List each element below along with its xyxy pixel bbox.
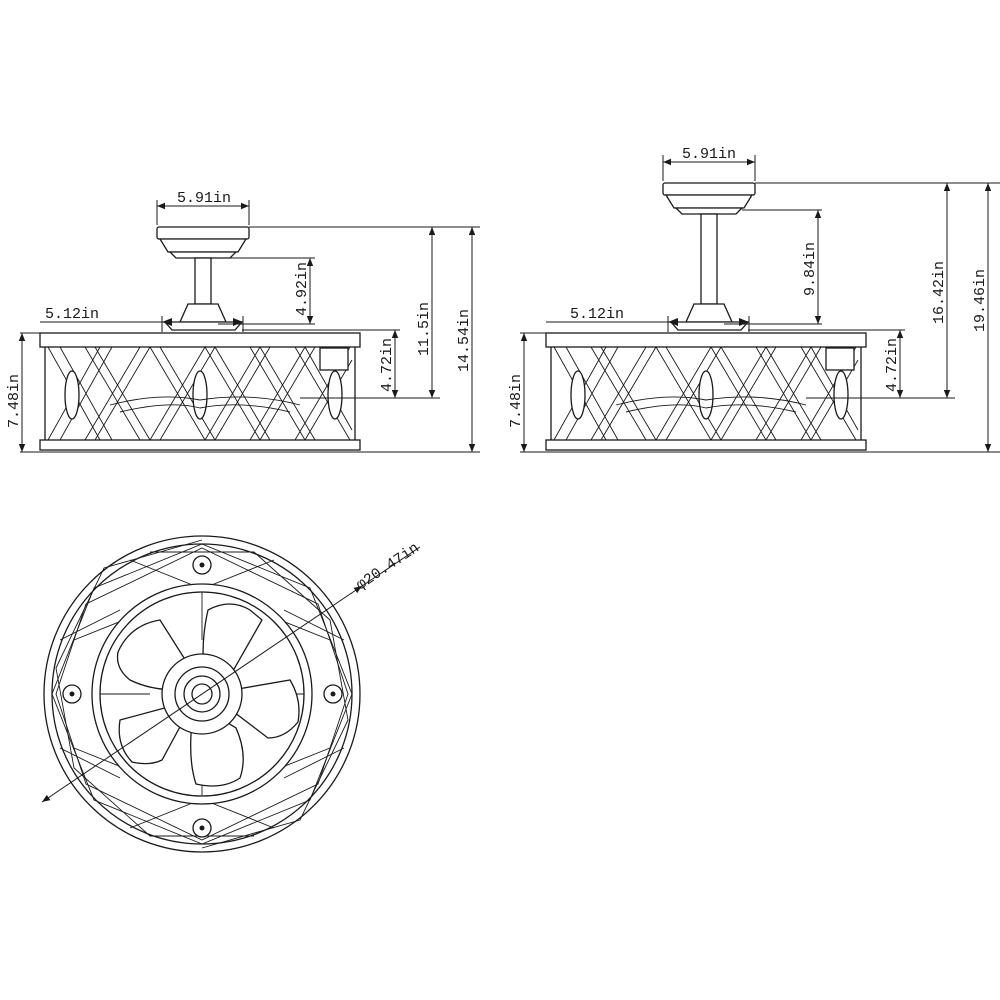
- dim-overall-height: 16.42in: [931, 183, 951, 398]
- label-canopy-width: 5.91in: [177, 190, 231, 207]
- side-view-short-rod: 5.91in 5.12in 4.92in 4.72in: [6, 190, 480, 453]
- dim-downrod: 4.92in: [294, 258, 314, 324]
- label-to-blades: 4.72in: [884, 338, 901, 392]
- label-diameter: φ20.47in: [353, 540, 422, 594]
- dim-overall-height: 11.5in: [416, 227, 436, 398]
- label-overall-height: 16.42in: [931, 261, 948, 324]
- cage-body: [545, 332, 867, 451]
- label-to-blades: 4.72in: [379, 338, 396, 392]
- label-body-height: 7.48in: [508, 374, 525, 428]
- dim-to-blades: 4.72in: [884, 330, 904, 398]
- dim-downrod: 9.84in: [802, 210, 822, 324]
- label-hub-width: 5.12in: [570, 306, 624, 323]
- label-downrod: 4.92in: [294, 262, 311, 316]
- dim-canopy-width: 5.91in: [662, 146, 756, 181]
- dim-to-blades: 4.72in: [379, 330, 399, 398]
- dim-canopy-width: 5.91in: [156, 190, 250, 225]
- dim-body-height: 7.48in: [508, 333, 528, 452]
- dim-total-height: 19.46in: [972, 183, 992, 452]
- label-total-height: 14.54in: [456, 309, 473, 372]
- label-canopy-width: 5.91in: [682, 146, 736, 163]
- bottom-view: φ20.47in: [41, 535, 422, 853]
- label-hub-width: 5.12in: [45, 306, 99, 323]
- label-body-height: 7.48in: [6, 374, 23, 428]
- cage-body: [39, 332, 361, 451]
- label-downrod: 9.84in: [802, 242, 819, 296]
- downrod: [669, 213, 750, 331]
- dim-body-height: 7.48in: [6, 333, 26, 452]
- canopy: [662, 182, 756, 215]
- dim-total-height: 14.54in: [456, 227, 476, 452]
- downrod: [163, 257, 244, 331]
- canopy: [156, 226, 250, 259]
- label-overall-height: 11.5in: [416, 302, 433, 356]
- side-view-long-rod: 5.91in 5.12in 9.84in 4.72in 16.42in: [508, 146, 1000, 453]
- label-total-height: 19.46in: [972, 269, 989, 332]
